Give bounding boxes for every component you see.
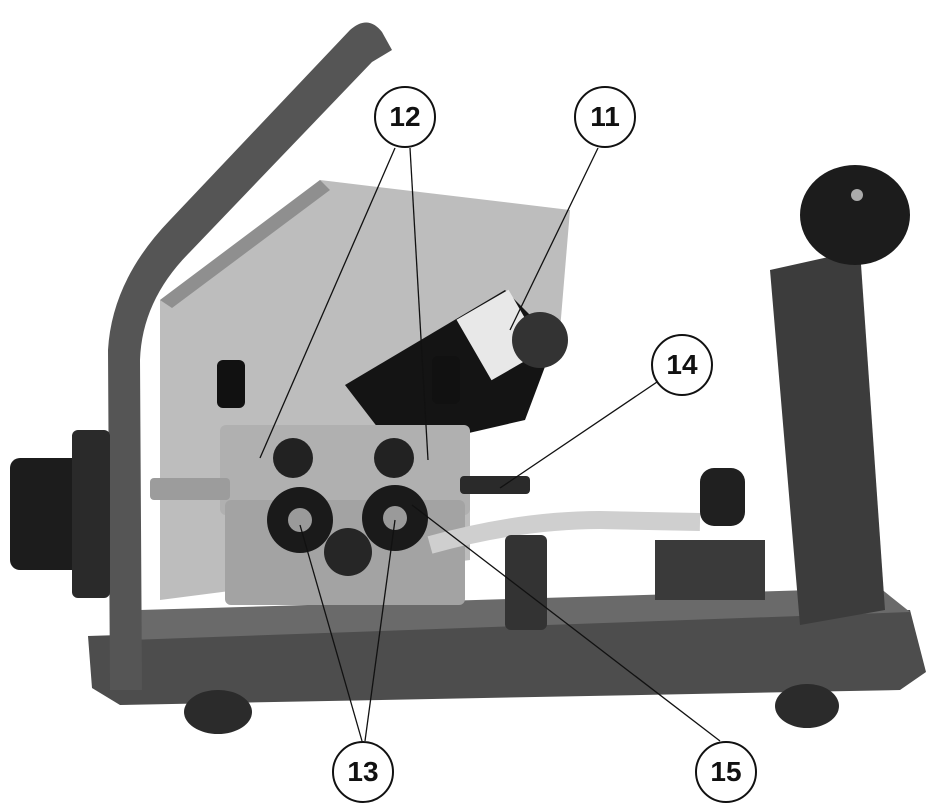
tension-knob-left bbox=[217, 360, 245, 408]
leader-12b bbox=[409, 147, 429, 461]
leader-14 bbox=[499, 379, 661, 489]
panel-edge bbox=[160, 180, 330, 308]
inlet-guide bbox=[150, 478, 230, 500]
spool-post bbox=[770, 250, 885, 625]
foot-right bbox=[775, 684, 839, 728]
drive-roll-right-hub bbox=[383, 506, 407, 530]
drive-roll-left-hub bbox=[288, 508, 312, 532]
motor-end-cap bbox=[512, 312, 568, 368]
spool-hub bbox=[800, 165, 910, 265]
callout-13: 13 bbox=[332, 741, 394, 803]
drive-gear bbox=[324, 528, 372, 576]
leader-11 bbox=[509, 147, 599, 331]
foot-left bbox=[184, 690, 252, 734]
valve-bracket bbox=[655, 540, 765, 600]
tension-knob-right bbox=[432, 356, 460, 404]
gas-hose bbox=[427, 510, 701, 554]
standpipe bbox=[505, 535, 547, 630]
callout-11: 11 bbox=[574, 86, 636, 148]
leader-13b bbox=[364, 519, 396, 742]
rear-flange bbox=[72, 430, 110, 598]
gas-valve bbox=[700, 468, 745, 526]
callout-12: 12 bbox=[374, 86, 436, 148]
leader-15 bbox=[411, 504, 721, 742]
leader-13a bbox=[299, 524, 363, 742]
callout-15: 15 bbox=[695, 741, 757, 803]
spool-hub-hole bbox=[851, 189, 863, 201]
upper-roll-left bbox=[273, 438, 313, 478]
callout-14: 14 bbox=[651, 334, 713, 396]
outlet-guide bbox=[460, 476, 530, 494]
upper-roll-right bbox=[374, 438, 414, 478]
leader-12a bbox=[259, 147, 396, 459]
carry-handle bbox=[108, 22, 392, 691]
